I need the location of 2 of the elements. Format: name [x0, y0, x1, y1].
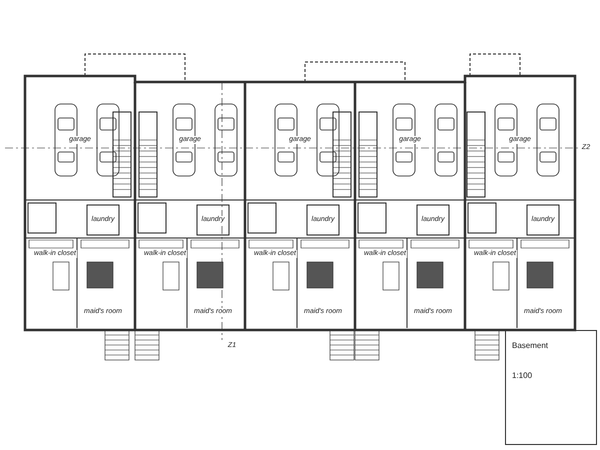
drawing-title: Basement: [512, 341, 548, 350]
scale-text: 1:100: [512, 371, 532, 380]
